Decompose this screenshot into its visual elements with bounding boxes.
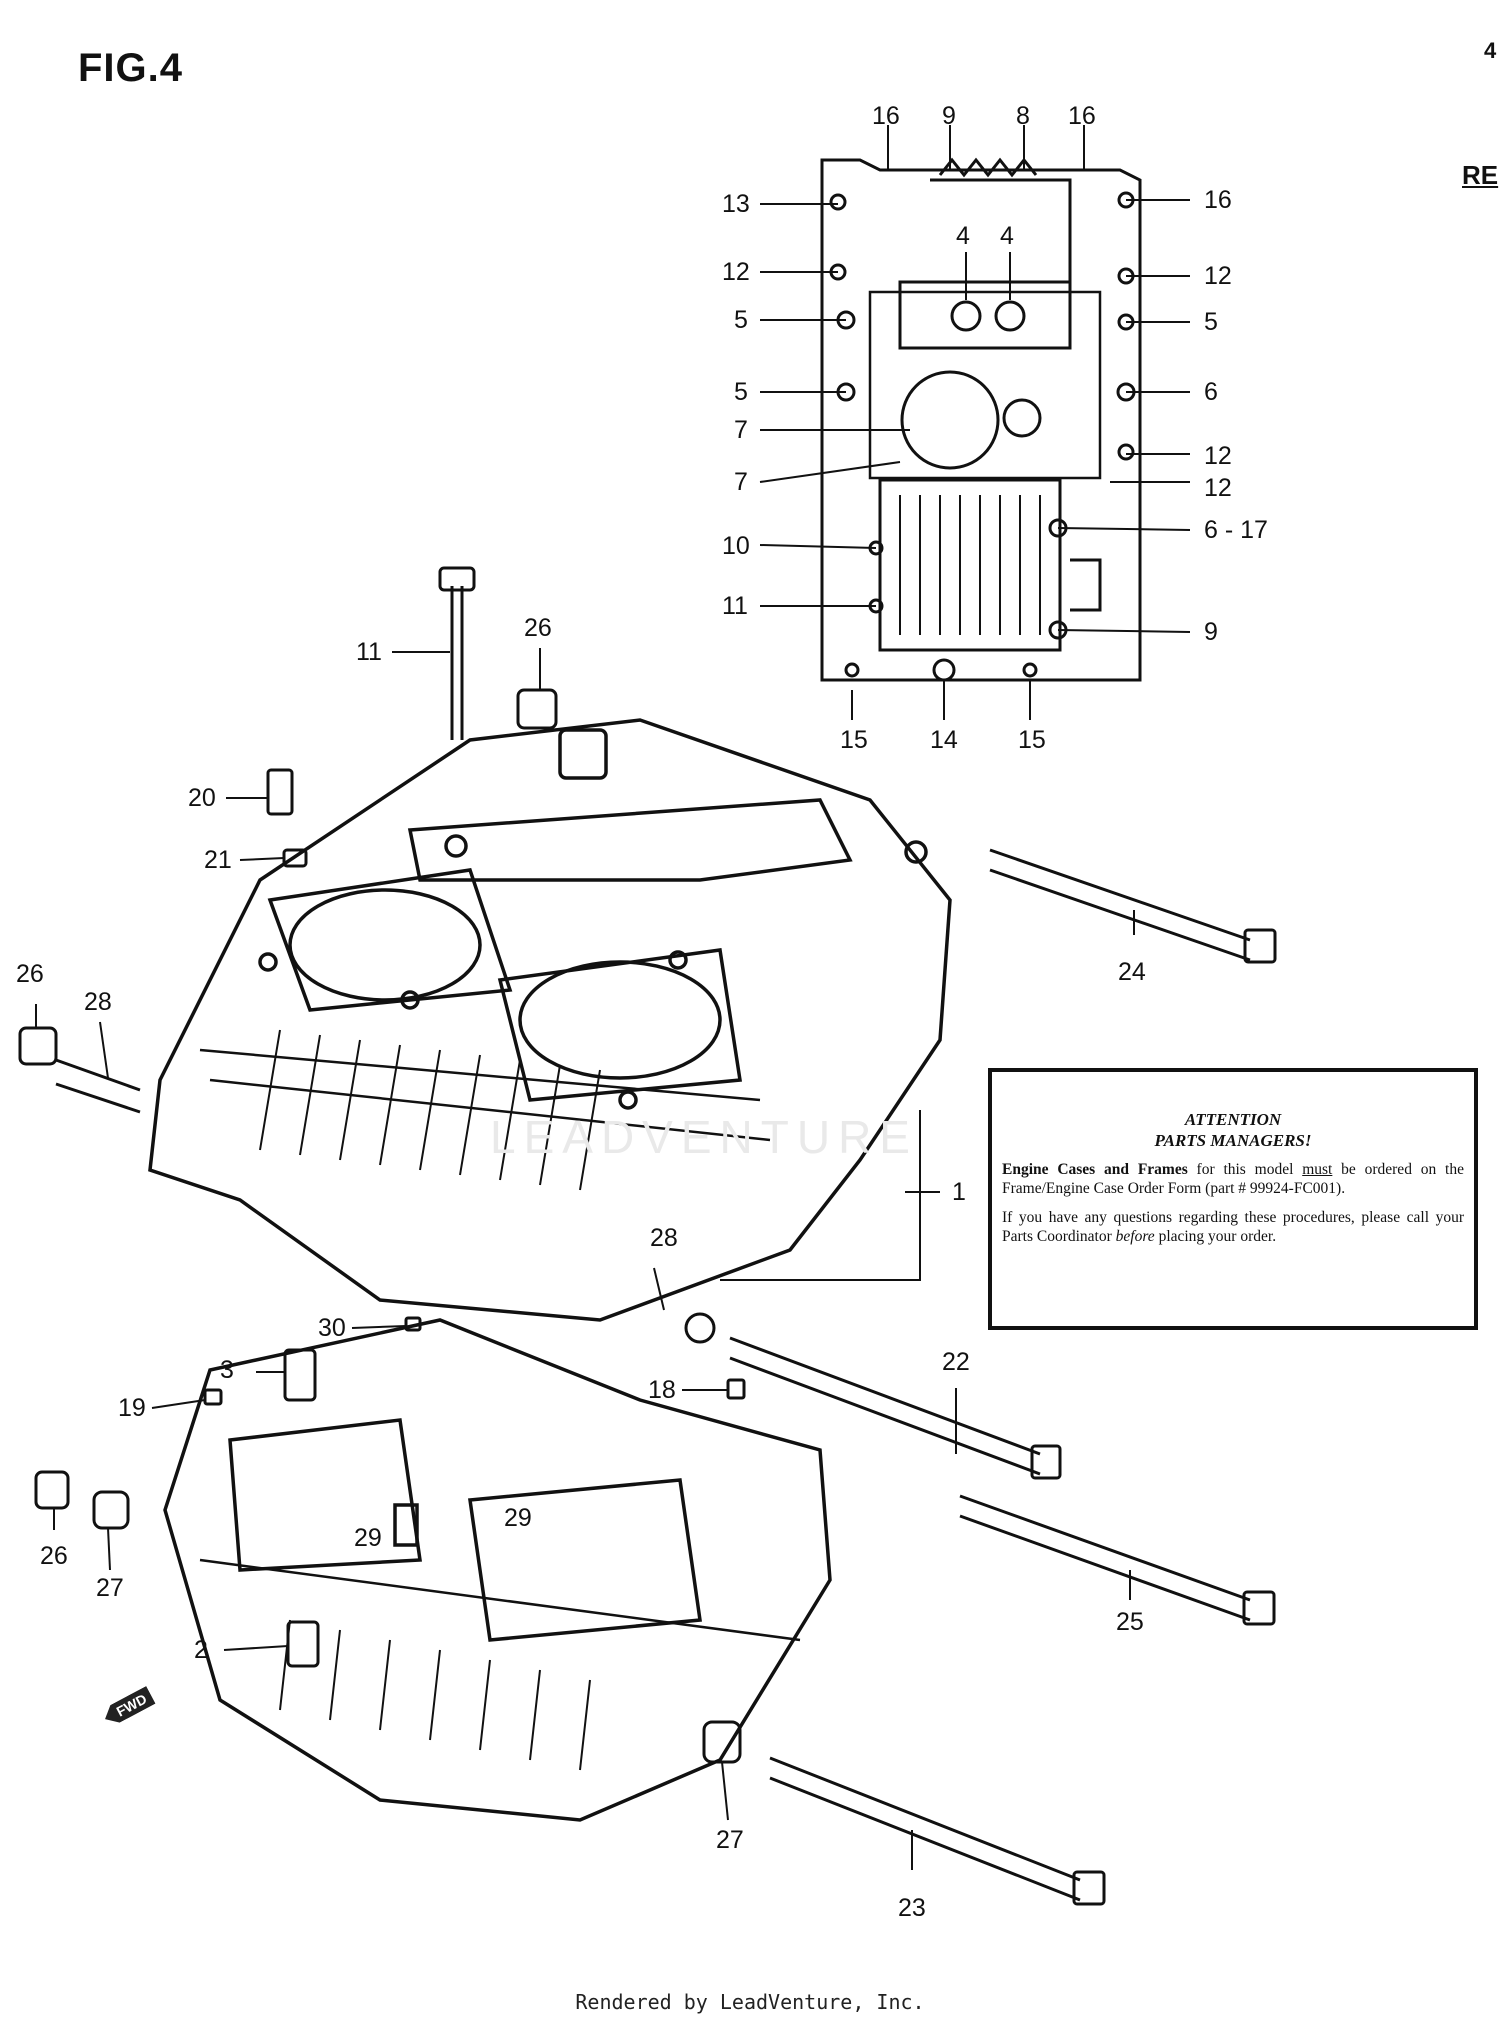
callout-5c: 5 [734,378,748,406]
callout-5a: 5 [734,306,748,334]
callout-14: 14 [930,726,958,754]
before-emphasis: before [1115,1228,1155,1246]
callout-4a: 4 [956,222,970,250]
p1-text-b: be ordered on the Frame/Engine Case Orde… [1002,1161,1464,1198]
callout-28a: 28 [84,988,112,1016]
callout-24: 24 [1118,958,1146,986]
callout-9b: 9 [1204,618,1218,646]
callout-12a: 12 [722,258,750,286]
attention-heading: ATTENTION PARTS MANAGERS! [1002,1110,1464,1151]
engine-cases-emphasis: Engine Cases and Frames [1002,1161,1188,1179]
callout-10: 10 [722,532,750,560]
figure-title: FIG.4 [78,46,184,90]
callout-16b: 16 [1068,102,1096,130]
callout-26c: 26 [40,1542,68,1570]
callout-1: 1 [952,1178,966,1206]
callout-18: 18 [648,1376,676,1404]
callout-15a: 15 [840,726,868,754]
callout-29a: 29 [354,1524,382,1552]
callout-3: 3 [220,1356,234,1384]
callout-16c: 16 [1204,186,1232,214]
callout-12c: 12 [1204,442,1232,470]
p2-text-b: placing your order. [1154,1228,1277,1246]
render-credit: Rendered by LeadVenture, Inc. [575,1990,925,2014]
callout-5b: 5 [1204,308,1218,336]
callout-15b: 15 [1018,726,1046,754]
p1-text-a: for this model [1187,1161,1303,1179]
page-edge-fragment: RE [1462,160,1499,190]
callout-29b: 29 [504,1504,532,1532]
must-emphasis: must [1302,1161,1333,1179]
oil-pan-inset [820,157,1142,682]
callout-6-17: 6 - 17 [1204,516,1268,544]
callout-13: 13 [722,190,750,218]
callout-19: 19 [118,1394,146,1422]
attention-heading-line2: PARTS MANAGERS! [1154,1130,1312,1150]
callout-21: 21 [204,846,232,874]
callout-25: 25 [1116,1608,1144,1636]
callout-28b: 28 [650,1224,678,1252]
callout-7b: 7 [734,468,748,496]
p2-text-a: If you have any questions regarding thes… [1002,1209,1464,1246]
callout-23: 23 [898,1894,926,1922]
callout-8: 8 [1016,102,1030,130]
callout-22: 22 [942,1348,970,1376]
hardware-parts [18,566,1277,1906]
callout-11b: 11 [356,638,382,666]
callout-9a: 9 [942,102,956,130]
callout-26b: 26 [16,960,44,988]
callout-30: 30 [318,1314,346,1342]
callout-7a: 7 [734,416,748,444]
attention-paragraph-2: If you have any questions regarding thes… [1002,1209,1464,1247]
callout-27b: 27 [716,1826,744,1854]
callout-16a: 16 [872,102,900,130]
lower-crankcase [163,1318,832,1822]
leader-lines [35,125,1191,1870]
upper-crankcase [148,718,952,1322]
callout-11a: 11 [722,592,748,620]
callout-6a: 6 [1204,378,1218,406]
attention-notice-box: ATTENTION PARTS MANAGERS! Engine Cases a… [988,1068,1478,1330]
callout-27a: 27 [96,1574,124,1602]
attention-heading-line1: ATTENTION [1184,1110,1282,1129]
callout-2: 2 [194,1636,208,1664]
callout-20: 20 [188,784,216,812]
page-edge-fragment-top: 4 [1484,38,1497,63]
callout-26a: 26 [524,614,552,642]
attention-paragraph-1: Engine Cases and Frames for this model m… [1002,1161,1464,1199]
callout-12d: 12 [1204,474,1232,502]
watermark: LEADVENTURE [490,1111,918,1163]
callout-4b: 4 [1000,222,1014,250]
callout-12b: 12 [1204,262,1232,290]
